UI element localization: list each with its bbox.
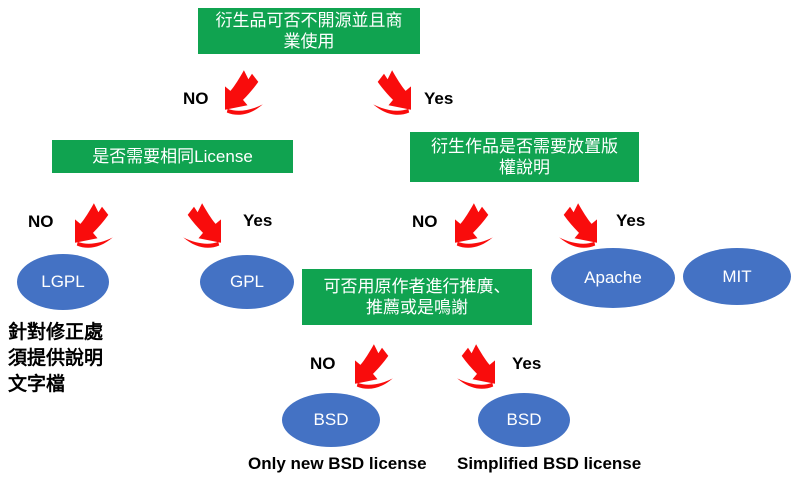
- bsd-left-caption: Only new BSD license: [248, 454, 427, 473]
- curved-arrow-down-left-icon: [446, 196, 500, 250]
- lgpl-note-line1: 針對修正處: [8, 322, 104, 343]
- branch-label-yes: Yes: [616, 211, 646, 230]
- branch-label-yes: Yes: [243, 211, 273, 230]
- curved-arrow-down-left-icon: [66, 196, 120, 250]
- bsd-right-caption: Simplified BSD license: [457, 454, 642, 473]
- branch-label-no: NO: [183, 89, 209, 108]
- decision-box-root: 衍生品可否不開源並且商 業使用: [198, 8, 420, 54]
- branch-label-no: NO: [310, 354, 336, 373]
- node-lgpl: LGPL: [17, 254, 109, 310]
- decision-box-root-line1: 衍生品可否不開源並且商: [215, 11, 403, 30]
- branch-label-no: NO: [28, 212, 54, 231]
- decision-box-same-license: 是否需要相同License: [52, 140, 293, 173]
- node-mit: MIT: [683, 248, 791, 305]
- branch-label-no: NO: [412, 212, 438, 231]
- node-bsd-right: BSD: [478, 393, 570, 447]
- decision-box-copyright-notice: 衍生作品是否需要放置版 權說明: [410, 132, 639, 182]
- decision-box-promotion: 可否用原作者進行推廣、 推薦或是鳴謝: [302, 269, 532, 325]
- node-apache-label: Apache: [584, 268, 642, 287]
- node-apache: Apache: [551, 248, 675, 308]
- node-gpl: GPL: [200, 255, 294, 309]
- curved-arrow-down-right-icon: [552, 196, 606, 250]
- node-gpl-label: GPL: [229, 272, 265, 291]
- lgpl-note: 針對修正處 須提供說明 文字檔: [8, 320, 103, 398]
- lgpl-note-line3: 文字檔: [8, 374, 66, 395]
- lgpl-note-line2: 須提供說明: [8, 348, 104, 369]
- decision-box-copyright-notice-line2: 權說明: [499, 158, 550, 177]
- decision-box-root-line2: 業使用: [283, 32, 335, 51]
- curved-arrow-down-right-icon: [176, 196, 230, 250]
- curved-arrow-down-left-icon: [216, 63, 270, 117]
- decision-box-copyright-notice-line1: 衍生作品是否需要放置版: [431, 137, 618, 156]
- branch-label-yes: Yes: [512, 354, 542, 373]
- decision-box-promotion-line1: 可否用原作者進行推廣、: [323, 277, 511, 296]
- node-mit-label: MIT: [722, 266, 752, 286]
- curved-arrow-down-right-icon: [450, 337, 504, 391]
- node-bsd-left: BSD: [282, 393, 380, 447]
- node-lgpl-label: LGPL: [41, 272, 85, 291]
- curved-arrow-down-right-icon: [366, 63, 420, 117]
- node-bsd-left-label: BSD: [313, 410, 349, 429]
- node-bsd-right-label: BSD: [506, 410, 542, 429]
- branch-label-yes: Yes: [424, 89, 454, 108]
- decision-box-promotion-line2: 推薦或是鳴謝: [366, 298, 468, 317]
- curved-arrow-down-left-icon: [346, 337, 400, 391]
- decision-box-same-license-line1: 是否需要相同License: [92, 147, 253, 166]
